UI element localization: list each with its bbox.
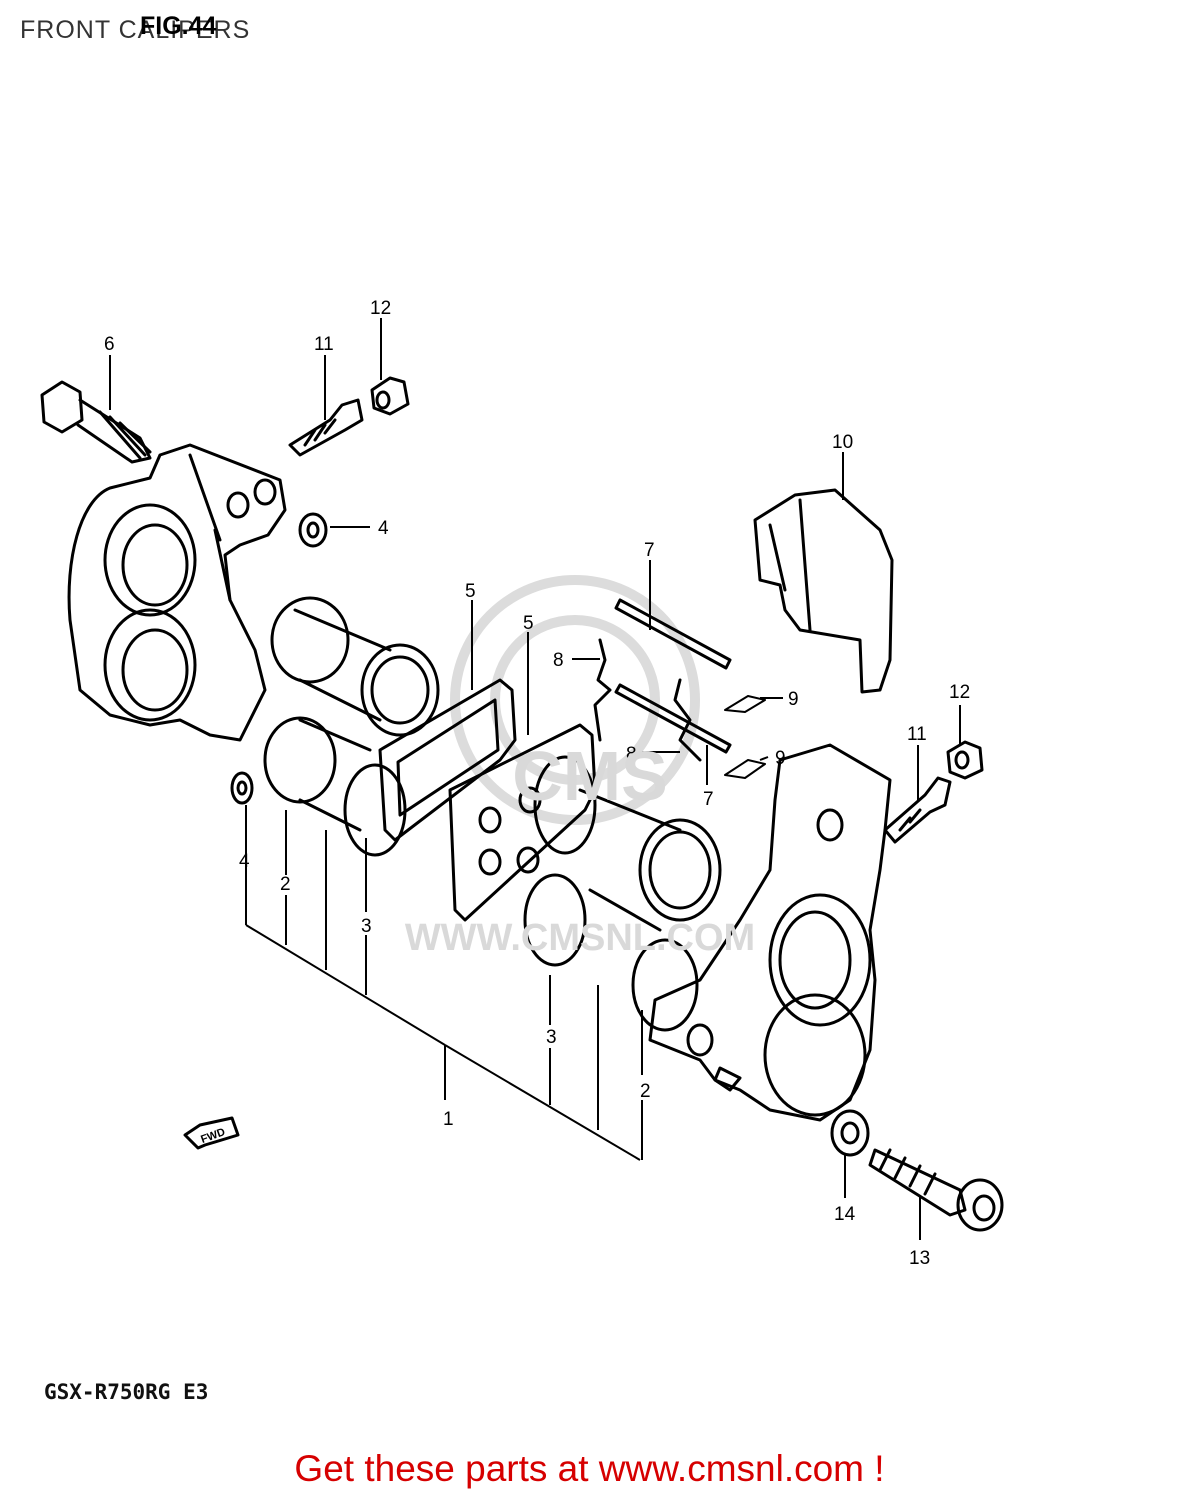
callout-14: 14 <box>834 1204 856 1225</box>
figure-number: FIG.44 <box>140 12 217 40</box>
fwd-arrow <box>183 1116 240 1150</box>
callout-2-right: 2 <box>640 1081 651 1102</box>
callout-3-right: 3 <box>546 1027 557 1048</box>
part-13-bolt <box>868 1148 1004 1232</box>
part-11-bleeder-left <box>288 398 364 457</box>
page-header-title: FRONT CALIPERS <box>20 16 251 44</box>
callout-2-left: 2 <box>280 874 291 895</box>
callout-11-left: 11 <box>314 334 334 355</box>
callout-8-top: 8 <box>553 650 564 671</box>
callout-4-lower: 4 <box>239 851 250 872</box>
footer-link[interactable]: Get these parts at www.cmsnl.com ! <box>294 1448 885 1489</box>
callout-1: 1 <box>443 1109 454 1130</box>
left-pistons <box>263 596 440 857</box>
part-11-bleeder-right <box>883 776 952 844</box>
part-5-brake-pads <box>378 678 597 922</box>
leader-lines <box>109 318 961 1240</box>
part-7-pins <box>614 598 732 754</box>
part-14-washer <box>830 1109 870 1157</box>
callout-5-right: 5 <box>523 613 534 634</box>
callout-3-left: 3 <box>361 916 372 937</box>
watermark-url: WWW.CMSNL.COM <box>405 917 755 959</box>
part-6-bolt <box>40 380 152 464</box>
callout-6: 6 <box>104 334 115 355</box>
part-8-springs <box>593 638 702 762</box>
callout-7-bottom: 7 <box>703 789 714 810</box>
callout-8-bottom: 8 <box>626 744 637 765</box>
part-12-cap-left <box>370 376 410 416</box>
callout-7-top: 7 <box>644 540 655 561</box>
part-12-cap-right <box>946 740 984 780</box>
callout-12-left: 12 <box>370 298 391 319</box>
callout-12-right: 12 <box>949 682 970 703</box>
part-4-washer-top <box>298 512 328 548</box>
left-caliper-body <box>67 443 287 742</box>
callout-9-top: 9 <box>788 689 799 710</box>
watermark-logo-text: CMS <box>512 737 668 815</box>
callout-11-right: 11 <box>907 724 927 745</box>
callout-9-bottom: 9 <box>775 748 786 769</box>
right-pistons <box>523 755 722 1032</box>
part-4-washer-lower <box>230 771 254 805</box>
callout-5-left: 5 <box>465 581 476 602</box>
callout-13: 13 <box>909 1248 930 1269</box>
right-caliper-body <box>648 743 892 1122</box>
callout-4-top: 4 <box>378 518 389 539</box>
part-9-clips <box>724 695 766 779</box>
callout-10: 10 <box>832 432 853 453</box>
part-10-pad-shim <box>753 488 894 694</box>
model-code: GSX-R750RG E3 <box>44 1380 209 1404</box>
